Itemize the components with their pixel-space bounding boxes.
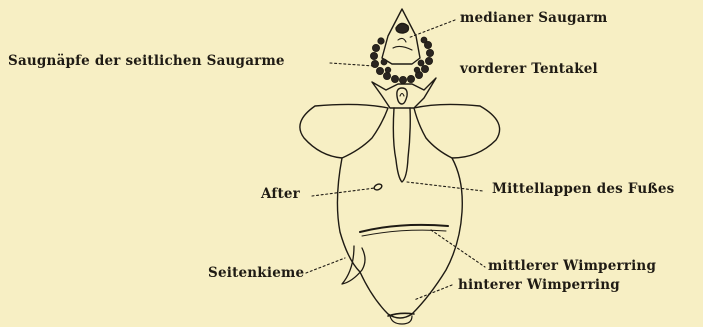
label-medianer-saugarm: medianer Saugarm xyxy=(460,10,608,26)
anus xyxy=(373,183,382,191)
label-mittlerer-wimperring: mittlerer Wimperring xyxy=(488,258,656,274)
mouth-inner xyxy=(400,94,404,97)
leader-mittellappen xyxy=(407,182,483,191)
leader-hinterer-wimperring xyxy=(414,285,452,300)
median-arm-sucker xyxy=(396,23,408,33)
mouth-opening xyxy=(397,88,407,104)
median-arm-groove xyxy=(393,38,412,50)
right-fin xyxy=(414,104,500,158)
label-hinterer-wimperring: hinterer Wimperring xyxy=(458,277,620,293)
leader-seitenkieme xyxy=(306,258,345,273)
leader-mittlerer-wimperring xyxy=(431,230,485,267)
label-vorderer-tentakel: vorderer Tentakel xyxy=(460,61,598,77)
leader-medianer-saugarm xyxy=(408,20,455,38)
label-seitenkieme: Seitenkieme xyxy=(208,265,304,281)
median-ciliary-ring-inner xyxy=(362,230,446,236)
middle-foot-lobe xyxy=(393,108,410,182)
leader-after xyxy=(312,188,375,196)
lateral-arm-suckers xyxy=(370,37,433,84)
left-fin xyxy=(300,104,388,158)
median-sucking-arm xyxy=(382,9,420,64)
label-after: After xyxy=(261,186,300,202)
label-mittellappen: Mittellappen des Fußes xyxy=(492,181,674,197)
label-saugnaepfe: Saugnäpfe der seitlichen Saugarme xyxy=(8,53,285,69)
leader-saugnaepfe xyxy=(330,63,374,66)
